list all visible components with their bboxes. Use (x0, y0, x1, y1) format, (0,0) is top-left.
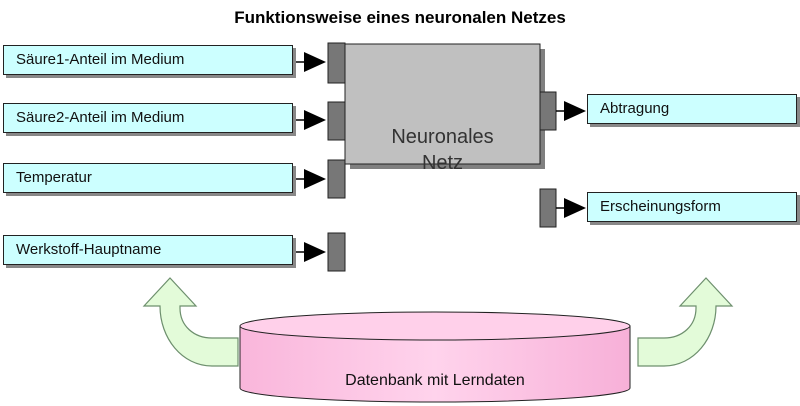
input-connector (327, 232, 346, 272)
network-label: Neuronales Netz (345, 124, 540, 176)
input-connector (327, 42, 346, 84)
database-label: Datenbank mit Lerndaten (345, 372, 525, 389)
input-label: Temperatur (16, 169, 92, 186)
output-label: Abtragung (600, 100, 670, 117)
input-box-acid1: Säure1-Anteil im Medium (3, 45, 293, 75)
page-title: Funktionsweise eines neuronalen Netzes (234, 8, 566, 27)
output-box-appearance: Erscheinungsform (587, 192, 797, 222)
curved-arrow-left (142, 277, 239, 367)
input-box-acid2: Säure2-Anteil im Medium (3, 103, 293, 133)
input-label: Säure1-Anteil im Medium (16, 51, 185, 68)
input-arrow (293, 242, 326, 262)
input-box-material: Werkstoff-Hauptname (3, 235, 293, 265)
input-connector (327, 159, 346, 199)
output-box-removal: Abtragung (587, 94, 797, 124)
output-label: Erscheinungsform (600, 198, 721, 215)
input-label: Werkstoff-Hauptname (16, 241, 162, 258)
network-block (344, 43, 541, 165)
input-label: Säure2-Anteil im Medium (16, 109, 185, 126)
input-arrow (293, 169, 326, 189)
output-connector (539, 188, 557, 228)
database-cylinder (239, 311, 631, 403)
output-arrow (556, 101, 586, 121)
output-connector (539, 91, 557, 131)
curved-arrow-right (637, 277, 734, 367)
network-label-line2: Netz (421, 152, 464, 174)
input-arrow (293, 52, 326, 72)
input-box-temperature: Temperatur (3, 163, 293, 193)
output-arrow (556, 198, 586, 218)
input-arrow (293, 110, 326, 130)
input-connector (327, 101, 346, 141)
network-label-line1: Neuronales (391, 126, 494, 148)
